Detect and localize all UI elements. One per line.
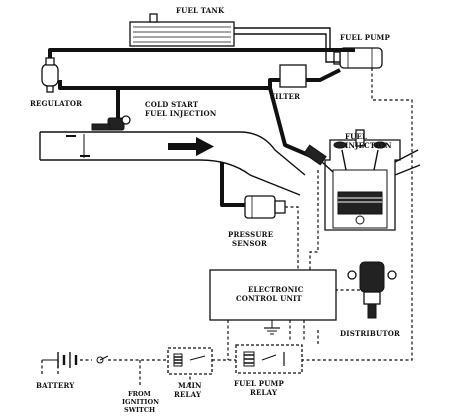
fuel-tank-label: FUEL TANK	[176, 6, 225, 15]
fuel-injection-label-1: FUEL	[345, 132, 367, 141]
ignition-connection	[96, 355, 109, 364]
cold-start-label-2: FUEL INJECTION	[145, 109, 217, 118]
battery	[42, 352, 78, 368]
regulator	[41, 57, 59, 93]
fuel-injector	[303, 144, 334, 173]
from-label-1: FROM	[128, 390, 151, 398]
main-relay-label-1: MAIN	[178, 381, 202, 390]
distributor	[347, 261, 397, 319]
from-label-2: IGNITION	[122, 398, 159, 406]
filter	[279, 64, 307, 88]
fuel-injection-label-2: INJECTION	[345, 141, 392, 150]
fuel-tank	[129, 13, 235, 47]
main-relay-label-2: RELAY	[174, 390, 202, 399]
electronic-control-unit	[209, 269, 337, 321]
ecu-label-2: CONTROL UNIT	[236, 294, 303, 303]
main-relay	[167, 347, 213, 375]
fuel-pump-label: FUEL PUMP	[340, 33, 390, 42]
regulator-label: REGULATOR	[30, 99, 82, 108]
pressure-sensor	[244, 195, 286, 219]
pressure-label-2: SENSOR	[232, 239, 267, 248]
from-label-3: SWITCH	[124, 406, 155, 414]
fuel-pump	[333, 47, 383, 69]
battery-label: BATTERY	[36, 381, 75, 390]
airflow-arrow	[168, 137, 214, 156]
pump-relay-label-1: FUEL PUMP	[234, 379, 284, 388]
cold-start-label-1: COLD START	[145, 100, 199, 109]
signal-wires	[41, 68, 413, 385]
fuel-pump-relay	[235, 344, 303, 374]
cold-start-injector	[91, 115, 131, 131]
distributor-label: DISTRIBUTOR	[340, 329, 400, 338]
filter-label: FILTER	[270, 92, 300, 101]
pressure-label-1: PRESSURE	[228, 230, 273, 239]
engine-cylinder	[324, 129, 421, 231]
ground-symbol	[264, 320, 280, 335]
pump-relay-label-2: RELAY	[250, 388, 278, 397]
ecu-label-1: ELECTRONIC	[248, 285, 304, 294]
intake-manifold	[39, 131, 306, 196]
